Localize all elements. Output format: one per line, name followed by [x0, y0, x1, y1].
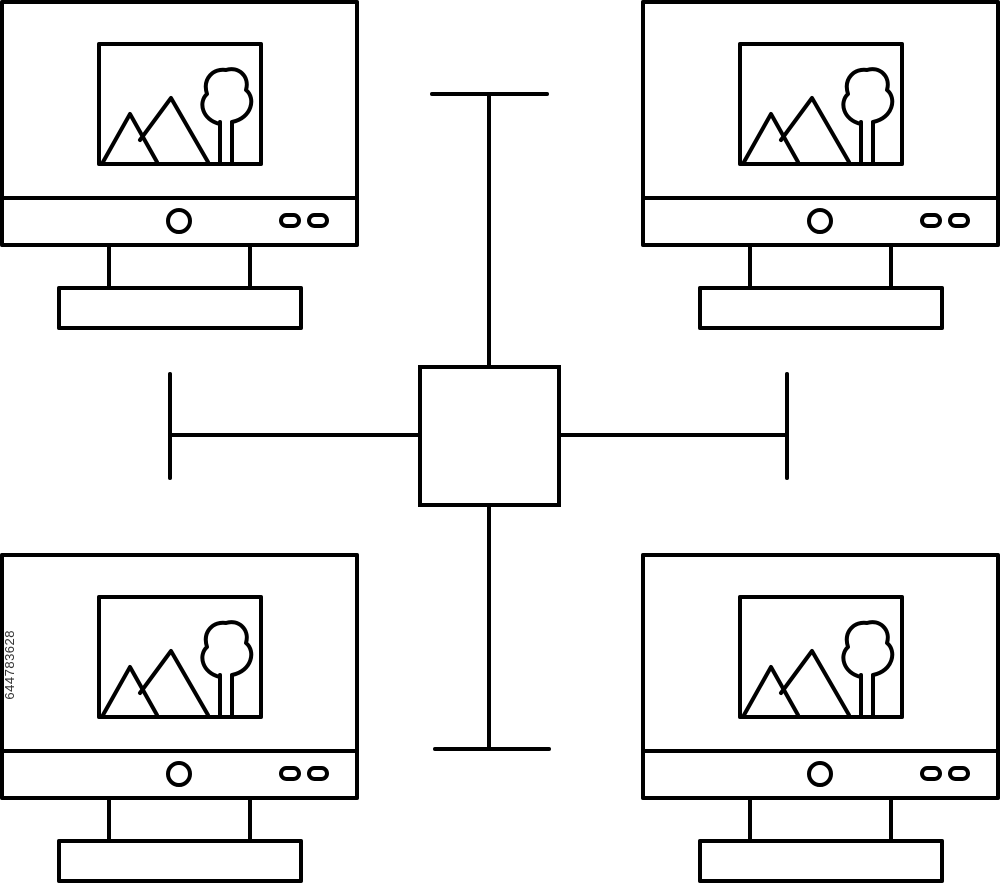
monitor-top-right [641, 0, 1000, 330]
connector-up [430, 92, 549, 369]
hub-box-icon [418, 365, 561, 507]
monitor-icon [0, 0, 359, 330]
connector-down [433, 503, 551, 751]
monitor-bottom-right [641, 553, 1000, 883]
stock-id-watermark: 644783628 [2, 630, 17, 700]
connector-right [557, 372, 789, 480]
monitor-icon [641, 553, 1000, 883]
monitor-top-left [0, 0, 359, 330]
monitor-icon [0, 553, 359, 883]
connector-left [168, 372, 422, 480]
monitor-icon [641, 0, 1000, 330]
monitor-bottom-left [0, 553, 359, 883]
